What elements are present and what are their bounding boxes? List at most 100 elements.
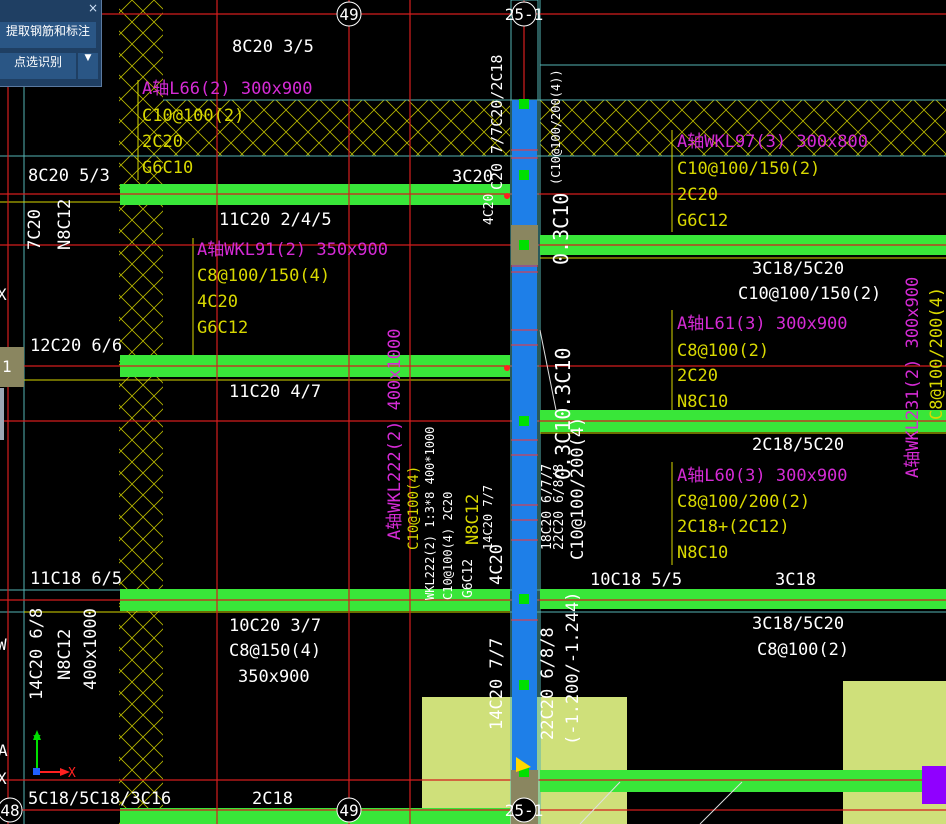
column-blue[interactable]	[510, 0, 539, 824]
axis-label-top-49: 49	[339, 5, 358, 24]
axis-label-48: 48	[0, 801, 19, 820]
close-icon[interactable]: ×	[87, 1, 98, 15]
label-8c20-5-3: 8C20 5/3	[28, 166, 110, 186]
label-14c20-7-7-small: 14C20 7/7	[481, 485, 495, 550]
label-8c20-3-5: 8C20 3/5	[232, 37, 314, 57]
beam-top-l60: 2C18+(2C12)	[677, 517, 790, 537]
beam-side-l61: N8C10	[677, 392, 728, 412]
label-5c18-stack: 5C18/5C18/3C16	[28, 789, 171, 809]
beam-top-l66: 2C20	[142, 132, 183, 152]
beam-stirrup-wkl231: C8@100/200(4)	[927, 287, 946, 420]
hatched-wall-top	[163, 100, 510, 156]
label-0-3c10: 0.3C10	[549, 193, 573, 265]
beam-title-l60: A轴L60(3) 300x900	[677, 466, 848, 486]
beam-top-wkl97: 2C20	[677, 185, 718, 205]
label-22c20-6-8-8: 22C20 6/8/8	[538, 627, 558, 740]
white-diagonals	[539, 329, 743, 824]
beam-annotation-wkl91[interactable]: A轴WKL91(2) 350x900 C8@100/150(4) 4C20 G6…	[197, 240, 388, 338]
label-g6c12-white: G6C12	[461, 559, 476, 598]
axis-label-1: 1	[2, 357, 12, 376]
label-2c18-bottom: 2C18	[252, 789, 293, 809]
label-c8-100-2: C8@100(2)	[757, 640, 849, 660]
axis-label-bottom-25-1: 25-1	[505, 801, 544, 820]
beam-side-wkl91: G6C12	[197, 318, 248, 338]
ucs-icon: Y X	[33, 730, 76, 781]
beam-annotation-l60[interactable]: A轴L60(3) 300x900 C8@100/200(2) 2C18+(2C1…	[677, 466, 848, 563]
side-scroll-tab[interactable]	[0, 388, 4, 440]
beam-title-wkl231: A轴WKL231(2) 300x900	[903, 277, 923, 478]
label-11c18-6-5: 11C18 6/5	[30, 569, 122, 589]
beam-stirrup-wkl97: C10@100/150(2)	[677, 159, 820, 179]
beam-title-wkl91: A轴WKL91(2) 350x900	[197, 240, 388, 260]
beam-stirrup-l60: C8@100/200(2)	[677, 492, 810, 512]
hatched-wall-vertical	[119, 0, 163, 824]
hatched-wall-top-right	[540, 100, 946, 156]
label-elevation: (-1.200/-1.244)	[563, 591, 583, 745]
label-3c18-5c20: 3C18/5C20	[752, 259, 844, 279]
label-14c20-7-7: 14C20 7/7	[487, 638, 507, 730]
label-2c18-5c20: 2C18/5C20	[752, 435, 844, 455]
beam-top-l61: 2C20	[677, 366, 718, 386]
beam-side-wkl97: G6C12	[677, 211, 728, 231]
ucs-x-label: X	[68, 766, 76, 781]
label-10c20-3-7: 10C20 3/7	[229, 616, 321, 636]
beam-side-l60: N8C10	[677, 543, 728, 563]
left-block	[0, 347, 24, 387]
axis-label-a: A	[0, 741, 8, 760]
beam-title-l61: A轴L61(3) 300x900	[677, 314, 848, 334]
label-4c20-col: 4C20	[487, 544, 507, 585]
label-11c20-4-7: 11C20 4/7	[229, 382, 321, 402]
point-select-recognize-button[interactable]: 点选识别	[0, 53, 76, 79]
beam-title-wkl222: A轴WKL222(2) 400x1000	[385, 329, 405, 540]
label-col-stirrup: (C10@100/200(4))	[549, 69, 563, 185]
beam-side-l66: G6C10	[142, 158, 193, 178]
label-10c18-5-5: 10C18 5/5	[590, 570, 682, 590]
beam-annotation-wkl97[interactable]: A轴WKL97(3) 300x800 C10@100/150(2) 2C20 G…	[677, 132, 868, 231]
beam-annotation-wkl231[interactable]: A轴WKL231(2) 300x900 C8@100/200(4)	[903, 277, 946, 478]
beam-annotation-l61[interactable]: A轴L61(3) 300x900 C8@100(2) 2C20 N8C10	[677, 314, 848, 412]
label-3c18-5c20-b: 3C18/5C20	[752, 614, 844, 634]
beam-stirrup-l61: C8@100(2)	[677, 341, 769, 361]
beam-title-wkl97: A轴WKL97(3) 300x800	[677, 132, 868, 152]
axis-label-w: W	[0, 635, 7, 654]
beam-top-wkl91: 4C20	[197, 292, 238, 312]
red-point-2	[504, 365, 510, 371]
beam-annotation-l66[interactable]: A轴L66(2) 300x900 C10@100(2) 2C20 G6C10	[142, 79, 313, 178]
label-c10-100-200-4: C10@100/200(4)	[568, 417, 588, 560]
recognition-tool-panel: × 提取钢筋和标注 点选识别 ▼	[0, 0, 102, 87]
axis-label-x2: X	[0, 769, 7, 788]
beam-stirrup-wkl222: C10@100(4)	[406, 466, 422, 550]
label-0-3c10-double: 0.3C10.3C10	[551, 348, 575, 480]
label-3c20: 3C20	[452, 167, 493, 187]
beam-annotation-wkl222[interactable]: A轴WKL222(2) 400x1000 C10@100(4) N8C12	[385, 329, 483, 550]
ucs-y-label: Y	[33, 734, 41, 749]
red-point-1	[504, 193, 510, 199]
purple-object[interactable]	[922, 766, 946, 804]
beam-stirrup-l66: C10@100(2)	[142, 106, 244, 126]
label-22c20-col: 22C20 6/8/8	[552, 464, 567, 550]
label-4c20: 4C20	[482, 194, 497, 225]
label-18c20: 18C20 6/7/7	[540, 464, 555, 550]
label-3c18: 3C18	[775, 570, 816, 590]
label-c10-100-150-2: C10@100/150(2)	[738, 284, 881, 304]
beam-stirrup-wkl91: C8@100/150(4)	[197, 266, 330, 286]
label-wkl222-white: WKL222(2) 1:3*8 400*1000	[423, 427, 437, 600]
label-11c20-2-4-5: 11C20 2/4/5	[219, 210, 332, 230]
beam-title-l66: A轴L66(2) 300x900	[142, 79, 313, 99]
label-350x900: 350x900	[238, 667, 310, 687]
label-c10-2c20-white: C10@100(4) 2C20	[441, 492, 455, 600]
label-n8c12: N8C12	[55, 199, 75, 250]
label-c8-150-4: C8@150(4)	[229, 641, 321, 661]
axis-label-top-25-1: 25-1	[505, 5, 544, 24]
axis-label-bottom-49: 49	[339, 801, 358, 820]
label-7c20: 7C20	[25, 209, 45, 250]
axis-label-x1: X	[0, 285, 7, 304]
label-12c20-6-6: 12C20 6/6	[30, 336, 122, 356]
extract-rebar-and-annotation-button[interactable]: 提取钢筋和标注	[0, 22, 96, 48]
label-14c20-6-8: 14C20 6/8	[27, 608, 47, 700]
label-400x1000: 400x1000	[81, 608, 101, 690]
label-n8c12-left: N8C12	[55, 629, 75, 680]
chevron-down-icon[interactable]: ▼	[78, 53, 98, 79]
